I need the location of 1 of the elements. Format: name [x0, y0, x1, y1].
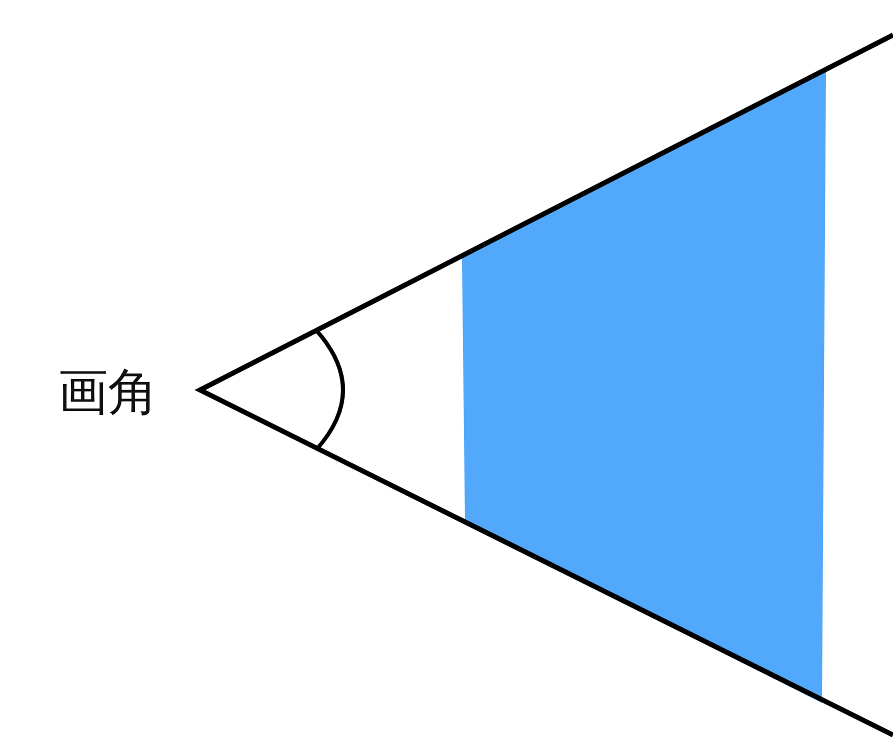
angle-label: 画角 — [58, 362, 158, 422]
